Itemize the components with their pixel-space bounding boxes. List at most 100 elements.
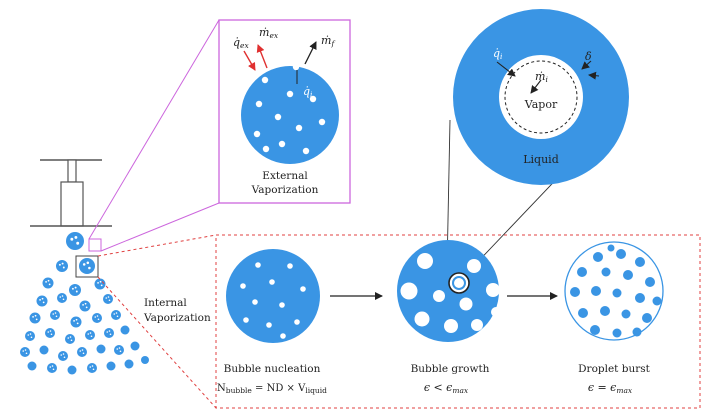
spray-bubble — [48, 283, 51, 286]
spray-droplet — [103, 294, 113, 304]
spray-bubble — [35, 318, 38, 321]
droplet-bubbles — [253, 63, 326, 155]
spray-bubble — [74, 286, 77, 289]
spray-bubble — [75, 290, 78, 293]
spray-bubble — [70, 339, 73, 342]
spray-bubble — [119, 350, 122, 353]
q-i-label: q̇i — [493, 47, 503, 61]
spray-droplet — [56, 260, 68, 272]
spray-bubble — [76, 322, 79, 325]
burst-fragment — [632, 327, 642, 337]
spray-bubble — [49, 330, 52, 332]
spray-bubble — [32, 316, 34, 318]
burst-fragment — [612, 288, 622, 298]
spray-droplet — [65, 334, 75, 344]
spray-droplet — [69, 284, 81, 296]
liquid-label: Liquid — [523, 153, 559, 166]
internal-vaporization-label: Internal — [144, 297, 187, 309]
stage-title-burst: Droplet burst — [578, 363, 651, 375]
spray-bubble — [62, 266, 65, 269]
burst-fragment — [578, 308, 588, 318]
spray-bubble — [116, 348, 119, 350]
spray-bubble — [116, 315, 119, 318]
spray-droplet — [50, 310, 60, 320]
spray-droplet — [42, 277, 54, 289]
spray-bubble — [90, 335, 93, 338]
nucleation-droplet — [226, 249, 320, 343]
spray-droplet — [27, 361, 37, 371]
burst-equation: ϵ = ϵmax — [588, 381, 633, 395]
external-vaporization-label: Vaporization — [251, 184, 319, 196]
internal-vaporization-panel — [215, 234, 701, 409]
spray-bubble — [52, 313, 55, 315]
spray-bubble — [76, 241, 80, 245]
spray-droplet — [47, 363, 57, 373]
zoom-line — [97, 276, 217, 409]
spray-bubble — [70, 237, 74, 241]
spray-bubble — [52, 368, 55, 371]
m-i-label: ṁi — [535, 70, 548, 84]
spray-droplet — [77, 347, 87, 357]
spray-bubble — [86, 261, 90, 265]
mass-flux-arrow — [256, 44, 268, 69]
burst-fragment — [577, 267, 587, 277]
vapor-interface — [504, 60, 578, 134]
m-f-label: ṁf — [321, 34, 335, 48]
spray-droplet — [29, 312, 41, 324]
burst-fragment — [590, 325, 600, 335]
spray-droplet — [39, 345, 49, 355]
zoom-line — [100, 202, 220, 252]
spray-bubble — [62, 353, 65, 355]
spray-bubble — [82, 304, 84, 306]
burst-fragment — [635, 257, 645, 267]
droplet — [241, 66, 339, 164]
spray-droplet — [124, 359, 134, 369]
burst-fragment — [570, 287, 580, 297]
burst-fragment — [607, 244, 615, 252]
spray-bubble — [61, 262, 64, 265]
spray-bubble — [99, 280, 102, 283]
spray-bubble — [81, 349, 84, 351]
spray-bubble — [59, 296, 62, 298]
spray-bubble — [75, 318, 78, 321]
spray-droplet — [104, 328, 114, 338]
spray-bubble — [92, 368, 95, 371]
vapor-label: Vapor — [524, 98, 558, 111]
burst-fragment — [645, 277, 655, 287]
spray-bubble — [113, 313, 116, 315]
spray-bubble — [39, 299, 41, 301]
spray-bubble — [62, 298, 65, 301]
spray-droplet — [45, 328, 55, 338]
spray-bubble — [89, 332, 92, 334]
stage-title-growth: Bubble growth — [411, 363, 490, 375]
spray-bubble — [97, 318, 100, 321]
zoom-box-internal — [75, 255, 99, 278]
nucleation-bubbles — [240, 262, 306, 339]
spray-bubble — [45, 281, 47, 283]
burst-fragment — [616, 249, 626, 259]
spray-bubble — [55, 315, 58, 318]
zoom-line — [88, 19, 220, 240]
spray-droplet — [70, 316, 82, 328]
spray-bubble — [30, 336, 33, 339]
spray-droplet — [114, 345, 124, 355]
spray-bubble — [84, 302, 87, 305]
injector — [30, 159, 112, 227]
spray-bubble — [67, 337, 70, 339]
burst-fragment — [652, 296, 662, 306]
delta-arrow — [588, 71, 600, 80]
highlighted-bubble-core — [452, 276, 466, 290]
spray-droplet — [36, 295, 48, 307]
spray-bubble — [63, 356, 66, 359]
spray-droplet — [58, 351, 68, 361]
spray-bubble — [118, 347, 121, 349]
spray-bubble — [25, 352, 28, 355]
spray-bubble — [91, 365, 94, 367]
spray-bubble — [50, 333, 53, 336]
spray-bubble — [58, 263, 61, 266]
burst-fragment — [601, 267, 611, 277]
spray-bubble — [109, 333, 112, 336]
spray-bubble — [106, 331, 109, 333]
spray-droplet — [106, 361, 116, 371]
internal-vaporization-label: Vaporization — [143, 312, 211, 324]
